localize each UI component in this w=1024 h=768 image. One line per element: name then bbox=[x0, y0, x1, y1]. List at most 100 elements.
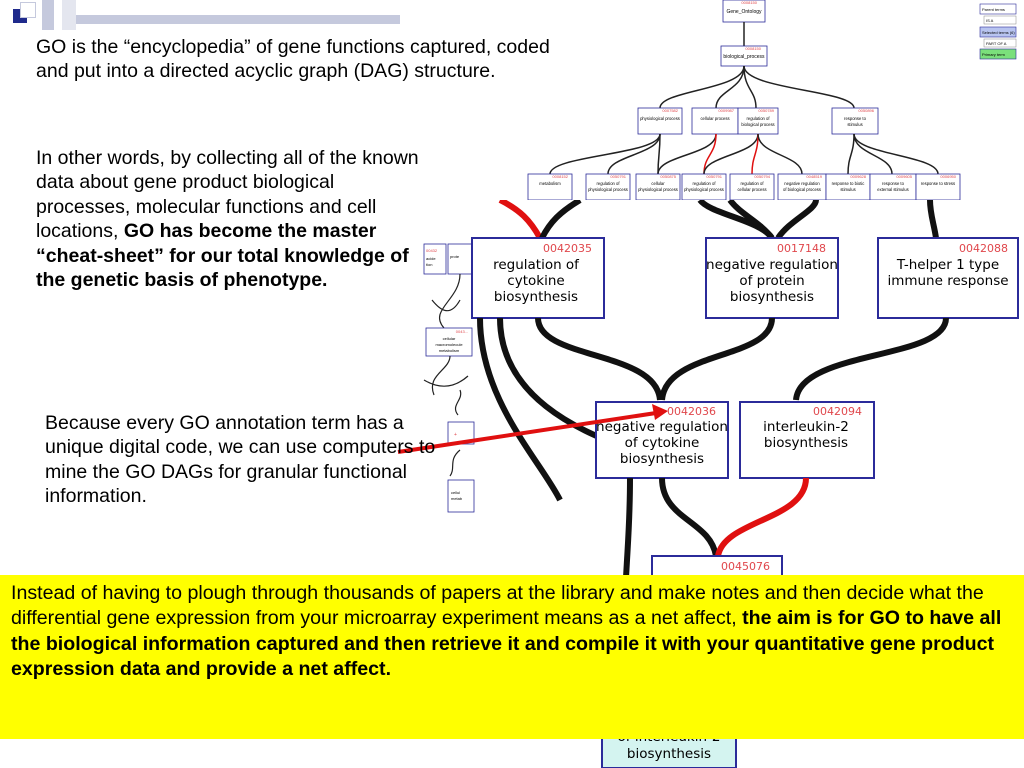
svg-text:0048519: 0048519 bbox=[806, 174, 822, 179]
svg-text:negative regulation: negative regulation bbox=[784, 181, 820, 186]
svg-text:0042094: 0042094 bbox=[813, 405, 862, 418]
svg-text:physiological process: physiological process bbox=[640, 116, 680, 121]
highlight-box: Instead of having to plough through thou… bbox=[0, 575, 1024, 739]
svg-text:response to stress: response to stress bbox=[921, 181, 955, 186]
svg-text:response to: response to bbox=[844, 116, 867, 121]
svg-text:Parent terms: Parent terms bbox=[982, 7, 1005, 12]
svg-text:metab: metab bbox=[451, 496, 463, 501]
dag-edge bbox=[927, 200, 939, 239]
dag-edge bbox=[743, 65, 855, 109]
dag-side-node-1: cellul metab bbox=[447, 479, 475, 513]
svg-text:biosynthesis: biosynthesis bbox=[764, 435, 848, 451]
svg-text:0050789: 0050789 bbox=[758, 108, 774, 113]
svg-text:00432: 00432 bbox=[426, 248, 438, 253]
svg-text:physiological process: physiological process bbox=[684, 187, 724, 192]
dag-level3-node-3: 0050791 regulation of physiological proc… bbox=[681, 173, 727, 200]
svg-text:immune response: immune response bbox=[887, 273, 1008, 289]
svg-text:stimulus: stimulus bbox=[847, 122, 862, 127]
svg-text:cellular: cellular bbox=[443, 336, 456, 341]
dag-zoom-node-4: 0042094 interleukin-2 biosynthesis bbox=[739, 401, 875, 479]
svg-text:PART OF A: PART OF A bbox=[986, 41, 1007, 46]
svg-text:0009987: 0009987 bbox=[718, 108, 734, 113]
highlight-plain: Instead of having to plough through thou… bbox=[11, 582, 984, 630]
svg-text:0042088: 0042088 bbox=[959, 242, 1008, 255]
dag-level2-node-0: 0007582 physiological process bbox=[637, 107, 683, 135]
svg-text:negative regulation: negative regulation bbox=[596, 419, 728, 435]
dag-zoom-node-2: 0042088 T-helper 1 type immune response bbox=[877, 237, 1019, 319]
annotation-paragraph: Because every GO annotation term has a u… bbox=[45, 412, 436, 508]
deco-square-mid bbox=[42, 0, 54, 30]
svg-text:regulation of: regulation of bbox=[596, 181, 620, 186]
svg-text:regulation of: regulation of bbox=[692, 181, 716, 186]
svg-text:prote: prote bbox=[450, 254, 460, 259]
svg-text:0008152: 0008152 bbox=[552, 174, 568, 179]
svg-text:of protein: of protein bbox=[739, 273, 804, 289]
dag-zoom-node-1: 0017148 negative regulation of protein b… bbox=[705, 237, 839, 319]
svg-text:0009628: 0009628 bbox=[850, 174, 866, 179]
dag-edge bbox=[438, 273, 461, 329]
svg-text:regulation of: regulation of bbox=[746, 116, 770, 121]
dag-level3-node-0: 0008152 metabolism bbox=[527, 173, 573, 200]
svg-text:0009605: 0009605 bbox=[896, 174, 912, 179]
go-dag-side-fragment: 00432 acide tion prote 0043... cellular … bbox=[420, 200, 476, 540]
dag-level3-node-8: 0006950 response to stress bbox=[915, 173, 961, 200]
svg-text:0042036: 0042036 bbox=[667, 405, 716, 418]
go-dag-overview: 0008150 Gene_Ontology 0008150 biological… bbox=[527, 0, 1017, 200]
svg-text:negative regulation: negative regulation bbox=[706, 257, 838, 273]
deco-square-mid2 bbox=[62, 0, 76, 30]
svg-text:cytokine: cytokine bbox=[507, 273, 564, 289]
dag-level3-node-7: 0009605 response to external stimulus bbox=[869, 173, 917, 200]
dag-edge bbox=[657, 133, 661, 175]
svg-text:response to biotic: response to biotic bbox=[832, 181, 865, 186]
dag-level3-node-4: 0050794 regulation of cellular process bbox=[729, 173, 775, 200]
svg-text:biosynthesis: biosynthesis bbox=[627, 746, 711, 762]
svg-text:physiological process: physiological process bbox=[638, 187, 678, 192]
dag-node-root-id: 0008150 bbox=[741, 0, 757, 5]
svg-text:tion: tion bbox=[426, 262, 432, 267]
svg-text:regulation of: regulation of bbox=[740, 181, 764, 186]
dag-edge bbox=[659, 317, 775, 401]
dag-zoom-node-0: 0042035 regulation of cytokine biosynthe… bbox=[471, 237, 605, 319]
dag-edge bbox=[623, 477, 633, 579]
svg-text:0042035: 0042035 bbox=[543, 242, 592, 255]
svg-text:metabolism: metabolism bbox=[439, 348, 460, 353]
svg-text:biosynthesis: biosynthesis bbox=[494, 289, 578, 305]
dag-side-node-0: 0043... cellular macromolecule metabolis… bbox=[425, 327, 473, 357]
dag-edge bbox=[431, 299, 461, 312]
svg-text:metabolism: metabolism bbox=[539, 181, 561, 186]
svg-text:0050791: 0050791 bbox=[706, 174, 722, 179]
dag-edge bbox=[539, 200, 582, 240]
svg-text:Primary term: Primary term bbox=[982, 52, 1006, 57]
dag-edge bbox=[423, 375, 469, 387]
dag-node-level1-label: biological_process bbox=[723, 54, 765, 60]
dag-edge bbox=[659, 65, 745, 109]
svg-text:macromolecule: macromolecule bbox=[435, 342, 463, 347]
svg-text:0050791: 0050791 bbox=[610, 174, 626, 179]
dag-level3-node-2: 0050875 cellular physiological process bbox=[635, 173, 681, 200]
dag-edge bbox=[498, 200, 543, 240]
dag-side-node-top bbox=[423, 243, 447, 275]
dag-edge bbox=[715, 477, 809, 557]
dag-edge bbox=[751, 133, 759, 175]
dag-node-level1-id: 0008150 bbox=[745, 46, 761, 51]
svg-text:stimulus: stimulus bbox=[840, 187, 855, 192]
dag-node-root-label: Gene_Ontology bbox=[726, 9, 762, 15]
dag-level3-node-5: 0048519 negative regulation of biologica… bbox=[777, 173, 827, 200]
svg-text:0007582: 0007582 bbox=[662, 108, 678, 113]
svg-text:0017148: 0017148 bbox=[777, 242, 826, 255]
svg-text:cellular process: cellular process bbox=[737, 187, 766, 192]
svg-text:0045076: 0045076 bbox=[721, 560, 770, 573]
deco-title-bar bbox=[76, 15, 400, 24]
go-dag-zoomed: 0042035 regulation of cytokine biosynthe… bbox=[471, 200, 1019, 768]
svg-text:+: + bbox=[454, 432, 457, 438]
dag-edge bbox=[535, 317, 663, 401]
dag-edge bbox=[757, 133, 803, 175]
svg-text:interleukin-2: interleukin-2 bbox=[763, 419, 849, 435]
dag-edge bbox=[657, 133, 717, 175]
dag-edge bbox=[853, 133, 893, 175]
svg-text:0050875: 0050875 bbox=[660, 174, 676, 179]
svg-text:0050896: 0050896 bbox=[858, 108, 874, 113]
other-words-bold: GO has become the master “cheat-sheet” f… bbox=[36, 220, 409, 291]
svg-text:T-helper 1 type: T-helper 1 type bbox=[896, 257, 999, 273]
dag-edge bbox=[743, 65, 757, 109]
